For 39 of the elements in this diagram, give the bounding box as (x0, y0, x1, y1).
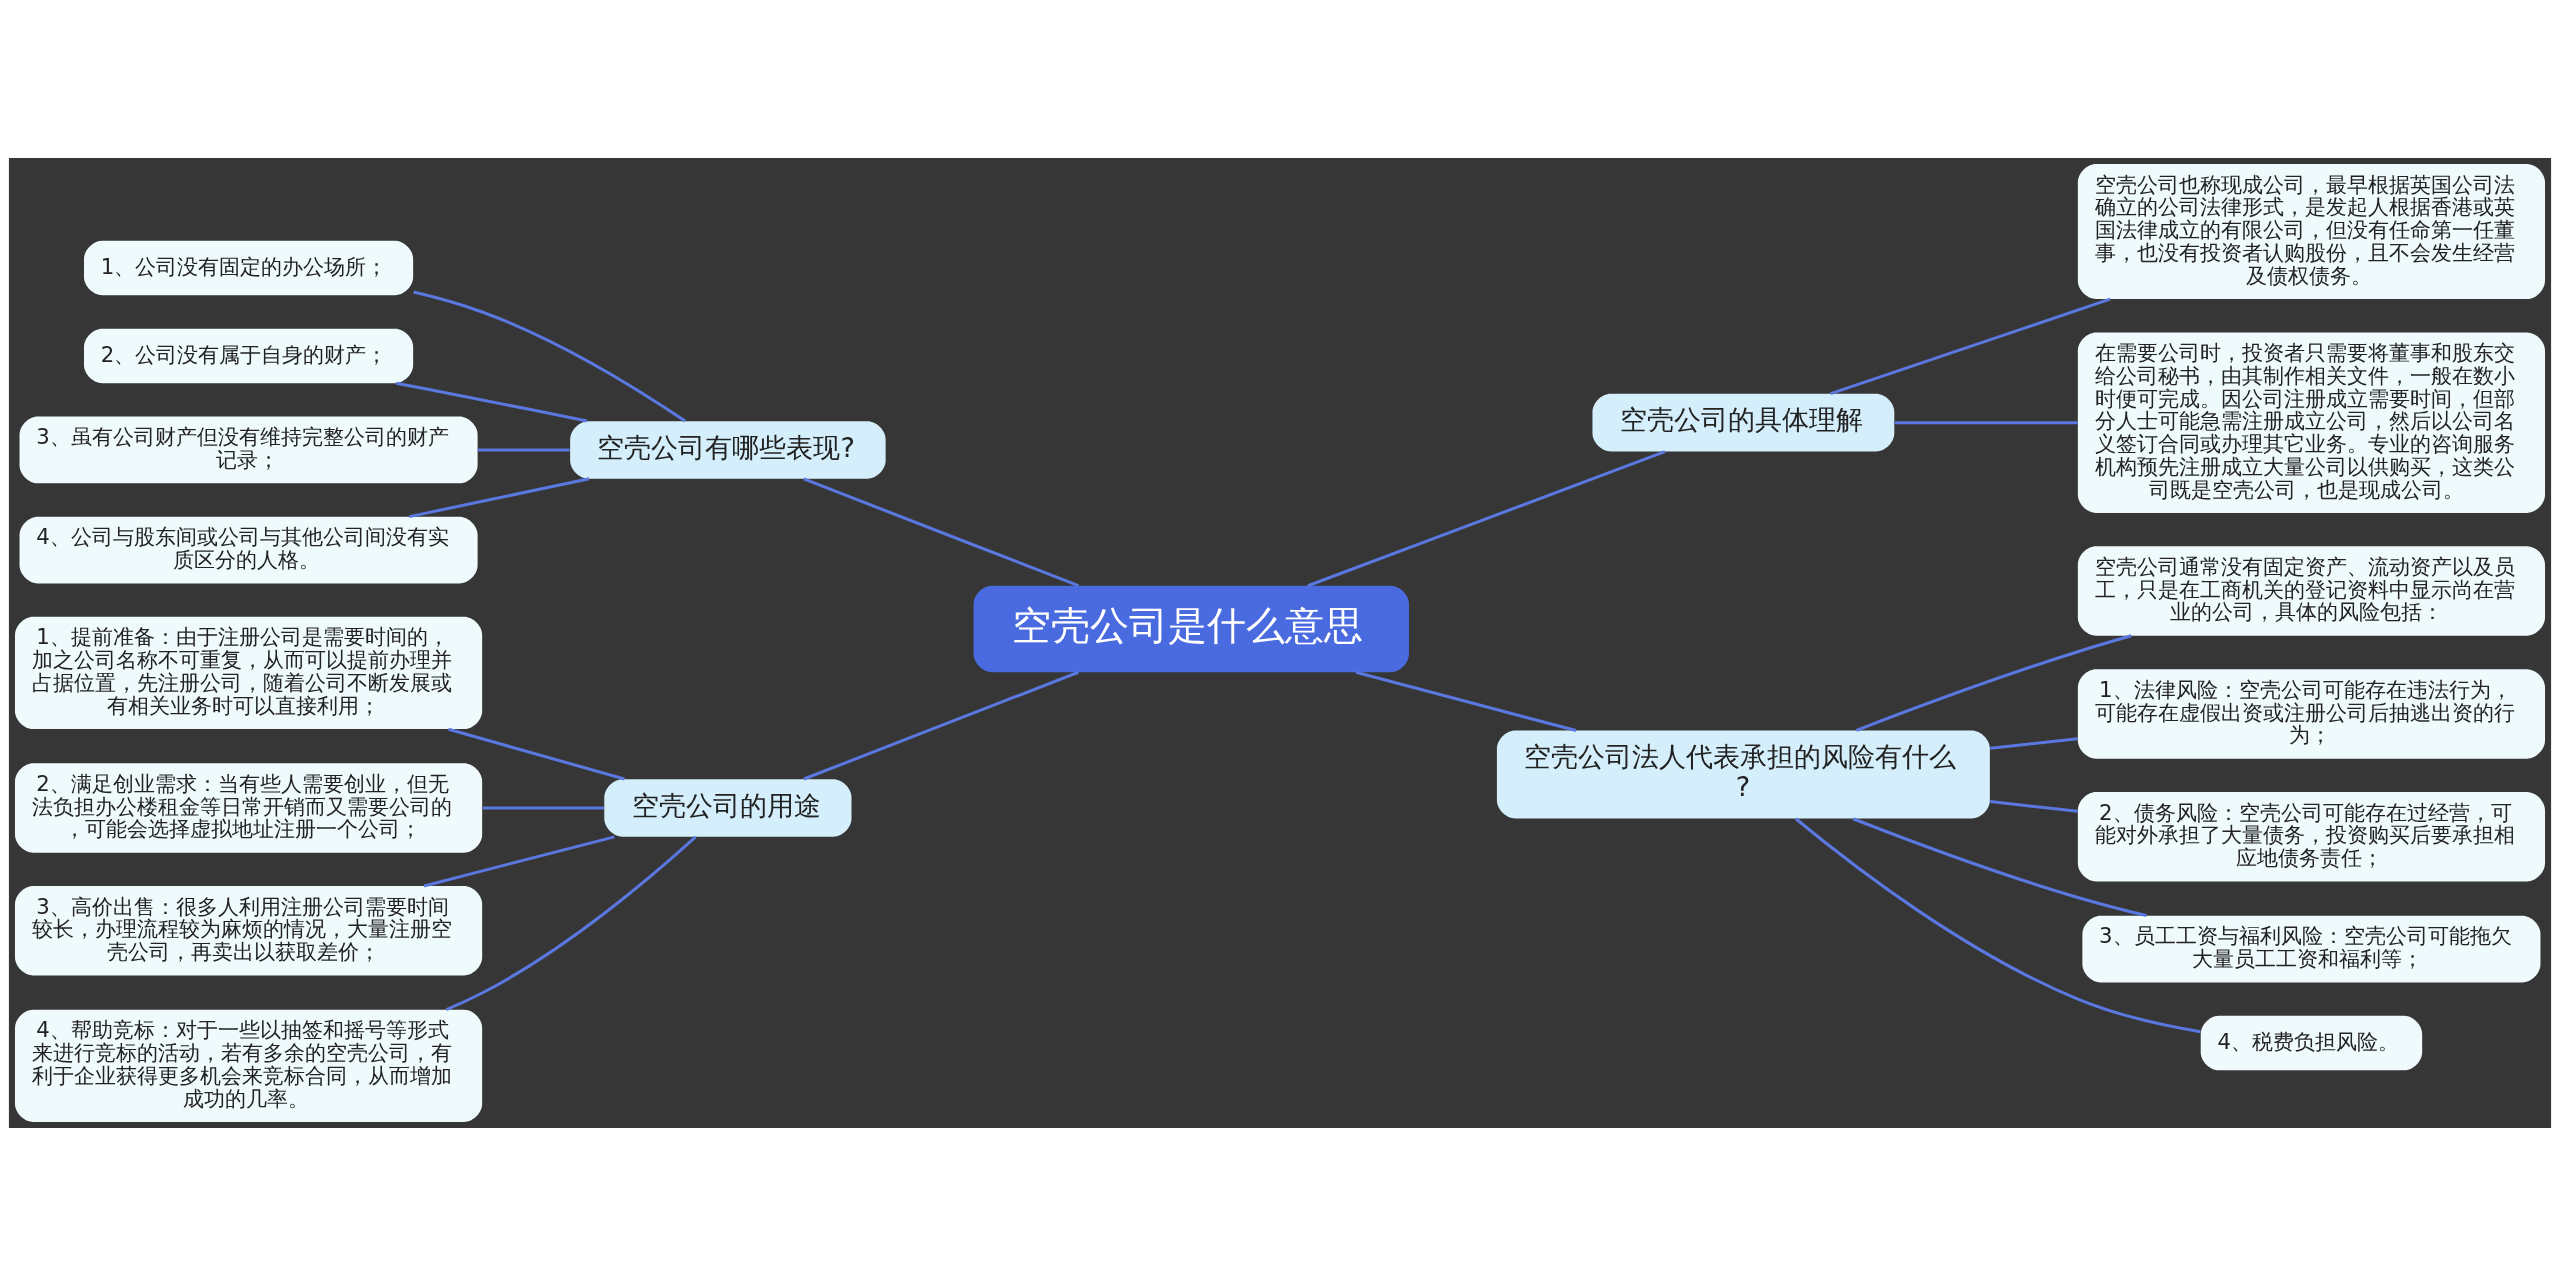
node-box: 4、帮助竞标：对于一些以抽签和摇号等形式来进行竞标的活动，若有多余的空壳公司，有利于企业获得更多机会来竞标合同，从而增加成功的几率。 (15, 1009, 483, 1122)
node-box: 1、法律风险：空壳公司可能存在违法行为，可能存在虚假出资或注册公司后抽逃出资的行为； (2077, 669, 2545, 759)
connector (482, 806, 605, 810)
connector (803, 477, 1079, 588)
node-box: 空壳公司有哪些表现? (570, 421, 886, 479)
connector (409, 477, 590, 519)
node-box: 2、债务风险：空壳公司可能存在过经营，可能对外承担了大量债务，投资购买后要承担相应地债务责任； (2077, 792, 2545, 882)
connector (1794, 817, 2201, 1034)
node-box: 4、税费负担风险。 (2200, 1015, 2423, 1071)
node-box: 空壳公司的用途 (604, 779, 852, 837)
node-box: 1、提前准备：由于注册公司是需要时间的，加之公司名称不可重复，从而可以提前办理并占据位置，先注册公司，随着公司不断发展或有相关业务时可以直接利用； (15, 616, 483, 730)
node-box: 空壳公司法人代表承担的风险有什么? (1496, 730, 1990, 819)
node-box: 1、公司没有固定的办公场所； (84, 240, 414, 296)
connector (1855, 634, 2132, 732)
connector (1990, 800, 2078, 813)
connector (1307, 450, 1666, 588)
node-box: 空壳公司通常没有固定资产、流动资产以及员工，只是在工商机关的登记资料中显示尚在营业的公司，具体的风险包括： (2077, 546, 2545, 636)
node-box: 2、满足创业需求：当有些人需要创业，但无法负担办公楼租金等日常开销而又需要公司的，可能会选择虚拟地址注册一个公司； (15, 763, 483, 853)
node-box: 3、员工工资与福利风险：空壳公司可能拖欠大量员工工资和福利等； (2082, 915, 2541, 983)
connector (1355, 670, 1577, 733)
connector (445, 835, 697, 1011)
node-box: 3、高价出售：很多人利用注册公司需要时间较长，办理流程较为麻烦的情况，大量注册空壳公司，再卖出以获取差价； (15, 886, 483, 976)
connector (423, 835, 615, 888)
connector (1990, 737, 2078, 750)
connector (803, 670, 1079, 781)
connector (1852, 817, 2147, 918)
connector (1894, 421, 2078, 425)
node-box: 3、虽有公司财产但没有维持完整公司的财产记录； (19, 416, 478, 484)
node-box: 在需要公司时，投资者只需要将董事和股东交给公司秘书，由其制作相关文件，一般在数小时便可完成。因公司注册成立需要时间，但部分人士可能急需注册成立公司，然后以公司名义签订合同或办理其它业务。专业的咨询服务机构预先注册成立大量公司以供购买，这类公司既是空壳公司，也是现成公司。 (2077, 332, 2545, 513)
node-box: 空壳公司也称现成公司，最早根据英国公司法确立的公司法律形式，是发起人根据香港或英国法律成立的有限公司，但没有任命第一任董事，也没有投资者认购股份，且不会发生经营及债权债务。 (2077, 164, 2545, 300)
connector (395, 381, 588, 423)
connector (477, 448, 570, 452)
node-box: 4、公司与股东间或公司与其他公司间没有实质区分的人格。 (19, 516, 478, 584)
connector (413, 290, 687, 423)
node-box: 空壳公司是什么意思 (973, 585, 1409, 673)
connector (1830, 297, 2111, 396)
node-box: 2、公司没有属于自身的财产； (84, 328, 414, 384)
connector (448, 727, 625, 781)
node-box: 空壳公司的具体理解 (1592, 393, 1895, 452)
